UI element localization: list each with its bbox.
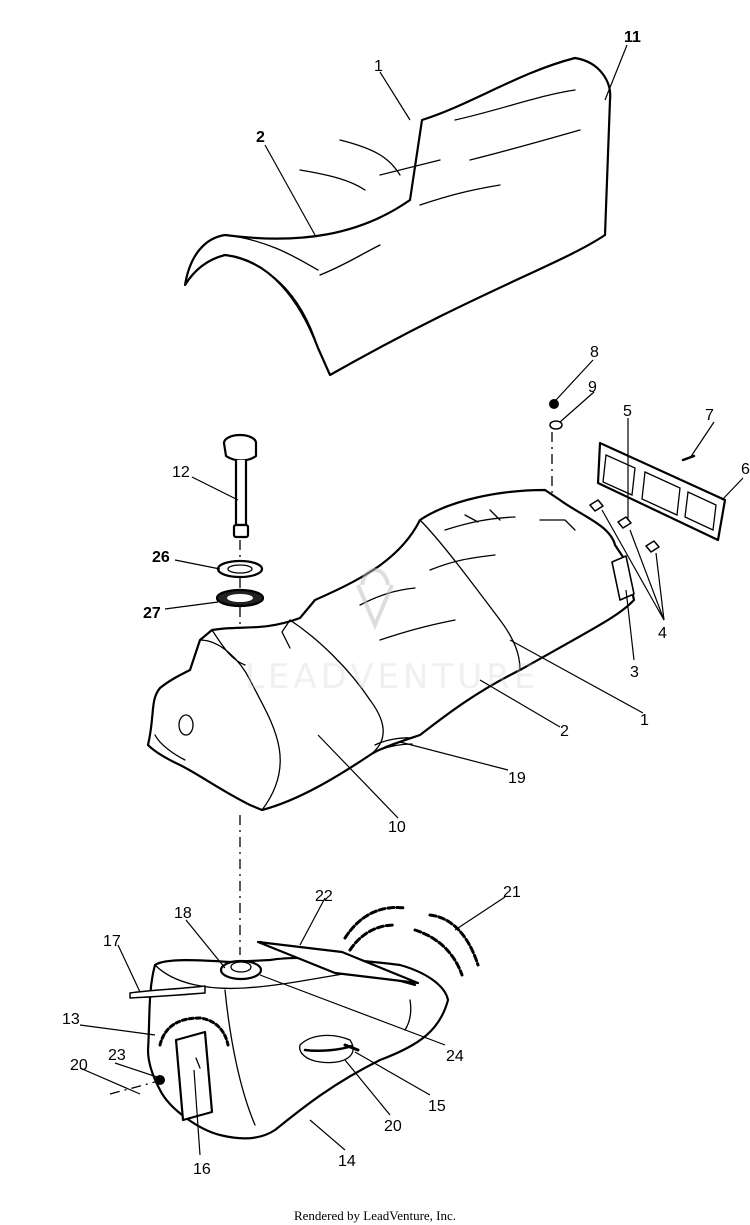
callout-18: 18 [174,905,192,922]
screw-part-7 [681,454,696,462]
callout-8: 8 [590,344,599,361]
callout-16: 16 [193,1161,211,1178]
callout-23: 23 [108,1047,126,1064]
callout-27: 27 [143,605,161,622]
callout-12: 12 [172,464,190,481]
footer-credit: Rendered by LeadVenture, Inc. [294,1208,456,1223]
callout-1-base: 1 [640,712,649,729]
callout-5: 5 [623,403,632,420]
callout-11: 11 [624,29,641,46]
callout-1-seat: 1 [374,58,383,75]
callouts: 1 2 11 8 9 5 7 6 12 26 27 4 3 1 2 19 10 … [62,29,750,1178]
watermark: LEADVENTURE [245,568,539,697]
callout-19: 19 [508,770,526,787]
callout-17: 17 [103,933,121,950]
callout-26: 26 [152,549,170,566]
nut-part-8 [549,399,559,409]
strap-part-21 [343,905,480,977]
callout-10: 10 [388,819,406,836]
seal-part-27 [215,588,265,608]
callout-9: 9 [588,379,597,396]
callout-3: 3 [630,664,639,681]
fuel-cap-gauge-part-12 [222,433,258,539]
watermark-text: LEADVENTURE [245,657,539,697]
fuel-tank-assembly [129,940,450,1140]
seat-cover-upper [183,56,612,377]
callout-21: 21 [503,884,521,901]
callout-2-seat: 2 [256,129,265,146]
washer-part-9 [549,420,563,430]
callout-15: 15 [428,1098,446,1115]
callout-13: 13 [62,1011,80,1028]
callout-7: 7 [705,407,714,424]
callout-20-right: 20 [384,1118,402,1135]
vent-plate-part-6 [596,441,727,542]
callout-4: 4 [658,625,667,642]
leader-lines [79,44,744,1156]
gasket-part-26 [216,559,264,579]
callout-6: 6 [741,461,750,478]
seat-base-assembly [146,488,636,812]
callout-20-left: 20 [70,1057,88,1074]
callout-24: 24 [446,1048,464,1065]
callout-2-base: 2 [560,723,569,740]
callout-14: 14 [338,1153,356,1170]
callout-22: 22 [315,888,333,905]
